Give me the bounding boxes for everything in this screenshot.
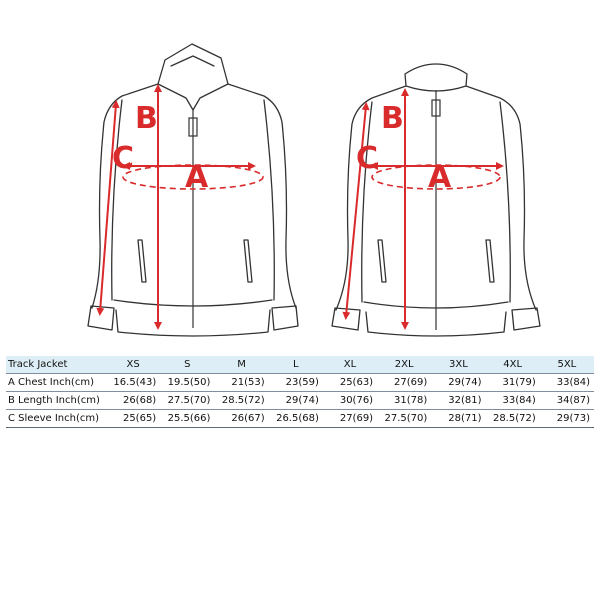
row-label: B Length Inch(cm) bbox=[6, 391, 106, 410]
left-sleeve-arrow bbox=[96, 100, 120, 316]
table-cell: 28(71) bbox=[431, 409, 486, 428]
table-cell: 27.5(70) bbox=[377, 409, 432, 428]
left-measurements: B C A bbox=[96, 84, 264, 330]
right-label-a: A bbox=[428, 160, 452, 195]
right-label-b: B bbox=[381, 101, 404, 136]
table-cell: 26(68) bbox=[106, 391, 161, 410]
size-header: 4XL bbox=[485, 356, 540, 374]
table-cell: 29(74) bbox=[268, 391, 323, 410]
table-cell: 30(76) bbox=[322, 391, 378, 410]
right-sleeve-arrow bbox=[342, 102, 370, 320]
table-cell: 31(78) bbox=[377, 391, 432, 410]
size-header: 5XL bbox=[539, 356, 594, 374]
size-header-row: Track Jacket XS S M L XL 2XL 3XL 4XL 5XL bbox=[6, 356, 594, 374]
table-cell: 33(84) bbox=[485, 391, 540, 410]
size-header: XL bbox=[322, 356, 378, 374]
table-row: B Length Inch(cm) 26(68) 27.5(70) 28.5(7… bbox=[6, 391, 594, 410]
table-cell: 27.5(70) bbox=[160, 391, 215, 410]
table-cell: 19.5(50) bbox=[160, 373, 215, 392]
row-label: A Chest Inch(cm) bbox=[6, 373, 106, 392]
table-cell: 28.5(72) bbox=[485, 409, 540, 428]
table-cell: 25(65) bbox=[106, 409, 161, 428]
row-label: C Sleeve Inch(cm) bbox=[6, 409, 106, 428]
right-chest-circumference bbox=[371, 164, 501, 190]
table-cell: 26.5(68) bbox=[268, 409, 323, 428]
size-header: 3XL bbox=[431, 356, 486, 374]
table-row: C Sleeve Inch(cm) 25(65) 25.5(66) 26(67)… bbox=[6, 409, 594, 428]
size-header: L bbox=[268, 356, 323, 374]
jacket-illustration: B C A B C A bbox=[87, 43, 541, 337]
table-row: A Chest Inch(cm) 16.5(43) 19.5(50) 21(53… bbox=[6, 373, 594, 392]
table-cell: 16.5(43) bbox=[106, 373, 161, 392]
left-chest-circumference bbox=[122, 164, 264, 190]
table-cell: 29(73) bbox=[539, 409, 594, 428]
table-cell: 25(63) bbox=[322, 373, 378, 392]
size-header: 2XL bbox=[377, 356, 432, 374]
table-cell: 27(69) bbox=[322, 409, 378, 428]
table-cell: 26(67) bbox=[214, 409, 269, 428]
table-cell: 32(81) bbox=[431, 391, 486, 410]
table-cell: 28.5(72) bbox=[214, 391, 269, 410]
table-cell: 29(74) bbox=[431, 373, 486, 392]
left-label-c: C bbox=[112, 141, 134, 176]
left-label-b: B bbox=[135, 101, 158, 136]
size-header: S bbox=[160, 356, 215, 374]
right-measurements: B C A bbox=[342, 88, 504, 330]
table-cell: 25.5(66) bbox=[160, 409, 215, 428]
size-header: XS bbox=[106, 356, 161, 374]
size-chart-table: Track Jacket XS S M L XL 2XL 3XL 4XL 5XL… bbox=[6, 356, 594, 428]
table-title: Track Jacket bbox=[6, 356, 106, 374]
table-cell: 33(84) bbox=[539, 373, 594, 392]
right-jacket-outline bbox=[331, 63, 541, 337]
size-header: M bbox=[214, 356, 269, 374]
table-cell: 31(79) bbox=[485, 373, 540, 392]
table-cell: 23(59) bbox=[268, 373, 323, 392]
left-label-a: A bbox=[185, 160, 209, 195]
table-cell: 27(69) bbox=[377, 373, 432, 392]
table-cell: 21(53) bbox=[214, 373, 269, 392]
right-label-c: C bbox=[356, 141, 378, 176]
table-cell: 34(87) bbox=[539, 391, 594, 410]
